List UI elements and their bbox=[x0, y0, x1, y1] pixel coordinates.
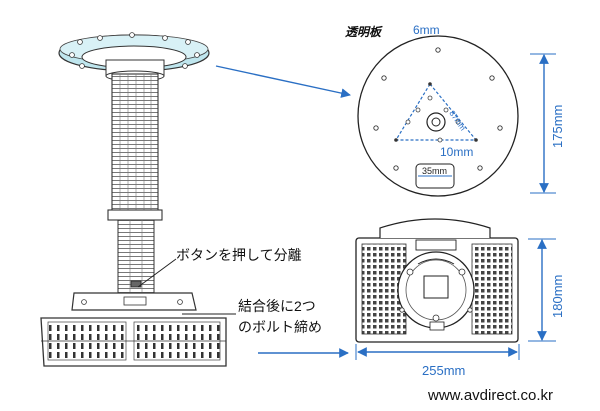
bolt-label-line1: 結合後に2つ bbox=[238, 298, 316, 314]
release-button bbox=[130, 280, 142, 288]
dim-6mm-label: 6mm bbox=[413, 23, 440, 37]
plate-detail-arrow bbox=[215, 65, 351, 98]
dim-35mm-label: 35mm bbox=[422, 166, 447, 176]
dim-175mm-label: 175mm bbox=[550, 105, 565, 148]
dim-255mm-label: 255mm bbox=[422, 363, 465, 378]
button-leader-line bbox=[137, 258, 177, 288]
left-vent-grid bbox=[361, 243, 407, 335]
button-release-label: ボタンを押して分離 bbox=[176, 247, 302, 263]
plate-edge-holes bbox=[373, 47, 503, 171]
ceiling-mount-assembly bbox=[40, 32, 227, 367]
telescopic-pole bbox=[111, 73, 159, 215]
ceiling-plate-holes bbox=[69, 32, 200, 69]
bolt-label-line2: のボルト締め bbox=[238, 319, 322, 335]
projector-top-view bbox=[355, 218, 519, 343]
dim-10mm-label: 10mm bbox=[440, 145, 473, 159]
transparent-plate-label: 透明板 bbox=[345, 25, 383, 39]
transparent-plate bbox=[357, 35, 519, 197]
footer-url[interactable]: www.avdirect.co.kr bbox=[427, 387, 553, 404]
right-vent-grid bbox=[471, 243, 513, 335]
dim-180mm-label: 180mm bbox=[550, 275, 565, 318]
mounting-triangle bbox=[394, 82, 478, 141]
